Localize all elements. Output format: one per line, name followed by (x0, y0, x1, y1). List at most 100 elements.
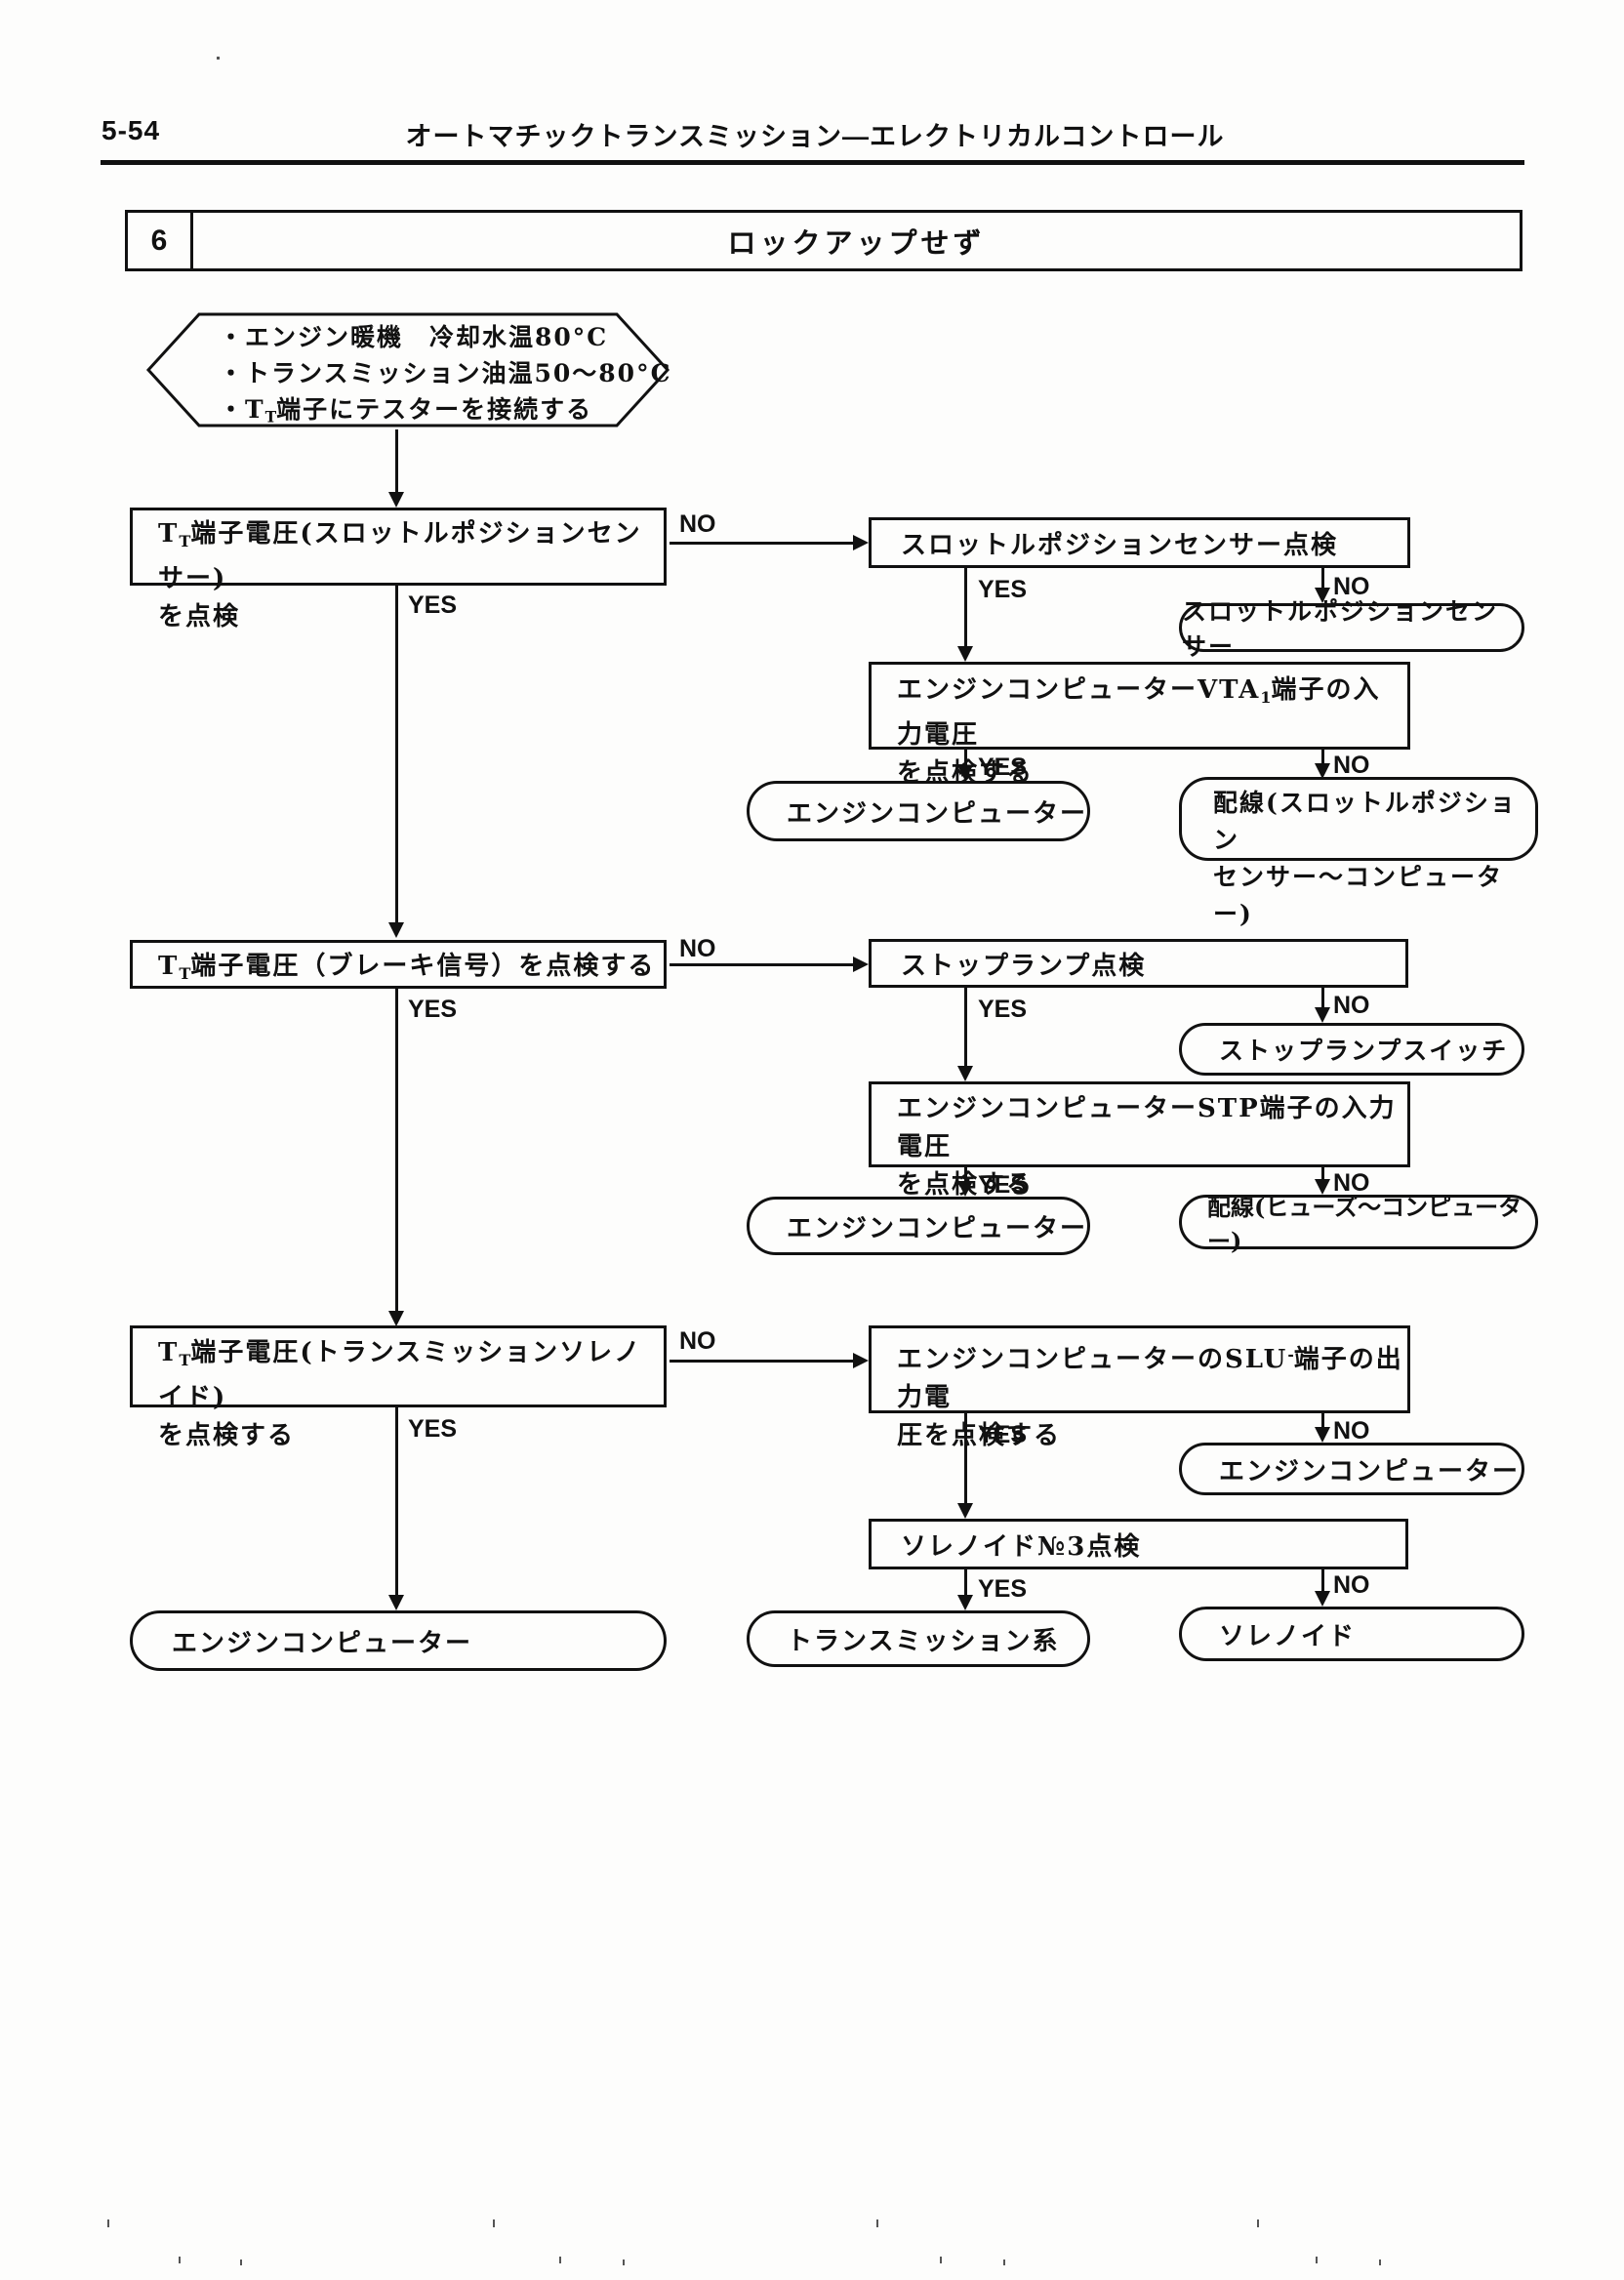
arrowhead-down-icon (1315, 588, 1330, 603)
connector-stp-no (1321, 1167, 1324, 1181)
check-tt-brake-rest: 端子電圧（ブレーキ信号）を点検する (190, 952, 656, 982)
tt-subscript: T (179, 963, 191, 983)
process-check-tt-throttle: TT端子電圧(スロットルポジションセンサー) を点検 (130, 508, 667, 631)
no-label: NO (679, 1327, 716, 1355)
terminal-wiring-fuse: 配線(ヒューズ～コンピューター) (1179, 1193, 1538, 1255)
terminal-engine-computer-1: エンジンコンピューター (747, 781, 1090, 841)
scan-speck (240, 2260, 242, 2265)
solenoid3-inspect-label: ソレノイド№3点検 (901, 1531, 1142, 1562)
terminal-engine-computer-2: エンジンコンピューター (747, 1197, 1090, 1255)
arrowhead-down-icon (957, 1181, 973, 1197)
vta1-rest: 端子の入力電圧 (897, 675, 1381, 750)
arrowhead-right-icon (853, 535, 869, 550)
vta1-text: エンジンコンピューターVTA (897, 675, 1261, 705)
precondition-line-3: ・TT端子にテスターを接続する (219, 390, 592, 427)
check-tt-throttle-rest: 端子電圧(スロットルポジションセンサー) (158, 519, 642, 593)
slu-superscript: - (1287, 1345, 1294, 1364)
arrowhead-down-icon (1315, 1427, 1330, 1443)
connector-stoplamp-no (1321, 988, 1324, 1009)
check-slu-line2: 圧を点検する (897, 1420, 1062, 1450)
stop-lamp-inspect-label: ストップランプ点検 (901, 951, 1147, 981)
scan-speck (107, 2219, 109, 2227)
arrowhead-down-icon (957, 646, 973, 662)
no-label: NO (1333, 992, 1370, 1019)
arrowhead-down-icon (1315, 1179, 1330, 1195)
scan-speck (940, 2257, 942, 2263)
precondition-hexagon (135, 310, 671, 429)
arrowhead-right-icon (853, 1353, 869, 1368)
terminal-wiring-tp-line1: 配線(スロットルポジション (1213, 789, 1517, 854)
terminal-engine-computer-label: エンジンコンピューター (1219, 1456, 1521, 1486)
scan-speck (559, 2257, 561, 2263)
connector-check3-no (670, 1360, 853, 1363)
arrowhead-down-icon (388, 922, 404, 938)
process-stop-lamp-inspect: ストップランプ点検 (869, 939, 1408, 988)
arrowhead-down-icon (1315, 1007, 1330, 1023)
terminal-wiring-tp: 配線(スロットルポジション センサー～コンピューター) (1179, 777, 1538, 928)
tt-subscript: T (179, 531, 191, 550)
terminal-engine-computer-main: エンジンコンピューター (130, 1610, 667, 1671)
yes-label: YES (408, 591, 458, 619)
check-slu-rest: 端子の出力電 (897, 1344, 1403, 1412)
process-solenoid3-inspect: ソレノイド№3点検 (869, 1519, 1408, 1569)
no-label: NO (1333, 1571, 1370, 1599)
yes-label: YES (408, 996, 458, 1023)
terminal-engine-computer-label: エンジンコンピューター (787, 798, 1088, 829)
tp-sensor-inspect-label: スロットルポジションセンサー点検 (901, 530, 1339, 560)
scan-speck (217, 57, 220, 60)
no-label: NO (1333, 1169, 1370, 1197)
connector-vta1-no (1321, 750, 1324, 765)
terminal-stop-lamp-switch: ストップランプスイッチ (1179, 1023, 1524, 1076)
terminal-tp-sensor: スロットルポジションセンサー (1179, 597, 1524, 661)
arrowhead-down-icon (388, 1595, 404, 1610)
scan-speck (1257, 2219, 1259, 2227)
arrowhead-down-icon (1315, 763, 1330, 779)
terminal-transmission: トランスミッション系 (747, 1610, 1090, 1667)
scan-speck (493, 2219, 495, 2227)
arrowhead-down-icon (957, 1066, 973, 1081)
no-label: NO (679, 935, 716, 962)
precondition-line-2: ・トランスミッション油温50～80°C (219, 359, 672, 387)
process-check-tt-solenoid: TT端子電圧(トランスミッションソレノイド) を点検する (130, 1325, 667, 1450)
terminal-engine-computer-label: エンジンコンピューター (172, 1628, 473, 1658)
check-tt-throttle-line2: を点検 (158, 601, 241, 631)
connector-slu-no (1321, 1413, 1324, 1429)
terminal-wiring-tp-line2: センサー～コンピューター) (1213, 863, 1504, 928)
connector-stoplamp-yes (964, 988, 967, 1066)
no-label: NO (1333, 573, 1370, 600)
terminal-wiring-fuse-label: 配線(ヒューズ～コンピューター) (1207, 1193, 1522, 1255)
scan-speck (1003, 2260, 1005, 2265)
terminal-transmission-label: トランスミッション系 (787, 1626, 1060, 1656)
yes-label: YES (978, 753, 1028, 781)
yes-label: YES (978, 1171, 1028, 1199)
terminal-stop-lamp-switch-label: ストップランプスイッチ (1219, 1037, 1509, 1065)
connector-sol3-yes (964, 1569, 967, 1595)
connector-check3-yes (395, 1407, 398, 1595)
connector-tpinspect-no (1321, 568, 1324, 590)
process-check-slu: エンジンコンピューターのSLU-端子の出力電 圧を点検する (869, 1325, 1410, 1450)
no-label: NO (679, 510, 716, 538)
connector-tpinspect-yes (964, 568, 967, 646)
process-tp-sensor-inspect: スロットルポジションセンサー点検 (869, 517, 1410, 568)
check-tt-solenoid-line1: TT端子電圧(トランスミッションソレノイド) (158, 1334, 664, 1417)
scan-speck (179, 2257, 181, 2263)
check-tt-solenoid-line2: を点検する (158, 1420, 296, 1450)
scan-speck (876, 2219, 878, 2227)
check-tt-throttle-line1: TT端子電圧(スロットルポジションセンサー) (158, 515, 664, 598)
terminal-solenoid: ソレノイド (1179, 1607, 1524, 1661)
connector-check1-no (670, 542, 853, 545)
precondition-line-3-text: ・T (219, 395, 265, 424)
arrowhead-right-icon (853, 957, 869, 972)
check-stp-line1: エンジンコンピューターSTP端子の入力電圧 (897, 1094, 1397, 1161)
section-number: 6 (128, 213, 193, 268)
tt-subscript: T (179, 1350, 191, 1369)
arrowhead-down-icon (957, 1595, 973, 1610)
header-rule (101, 160, 1524, 165)
connector-stp-yes (964, 1167, 967, 1183)
scan-speck (1379, 2260, 1381, 2265)
page-title: オートマチックトランスミッション—エレクトリカルコントロール (405, 122, 1225, 151)
connector-hex-to-check1 (395, 429, 398, 492)
yes-label: YES (978, 1421, 1028, 1448)
connector-slu-yes (964, 1413, 967, 1503)
